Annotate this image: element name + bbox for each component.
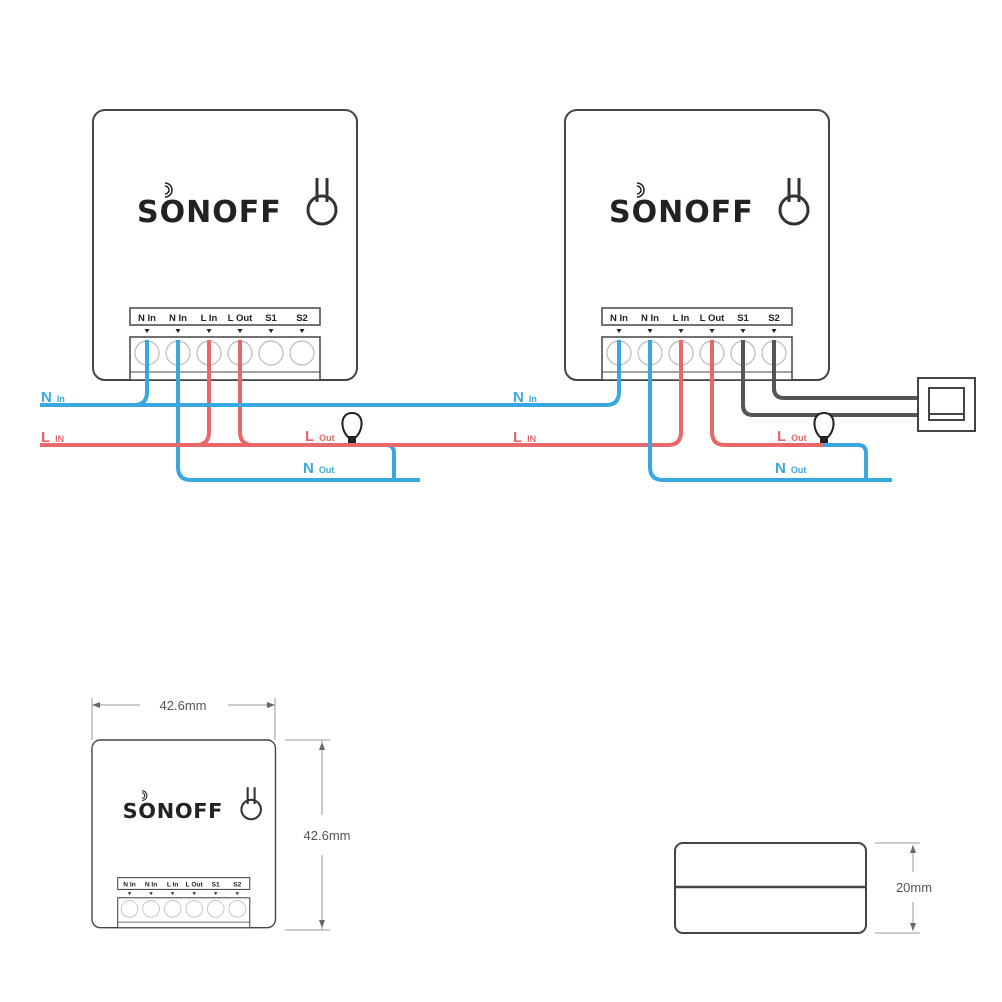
- wall-switch-icon: [917, 377, 976, 432]
- device-front-dimensions: SONOFF N In N In L In L Out S1 S2: [91, 739, 277, 929]
- brand-logo: SONOFF: [123, 799, 224, 823]
- terminal-arrow: [127, 892, 132, 895]
- keyhole-mount-icon: [306, 178, 338, 226]
- terminal-arrow: [175, 329, 181, 333]
- terminal-screw[interactable]: [228, 900, 247, 918]
- terminal-screw[interactable]: [120, 900, 139, 918]
- wire-n-in: [40, 340, 621, 407]
- terminal-label: S2: [768, 313, 780, 324]
- device-side-view: [674, 842, 867, 934]
- terminal-screw[interactable]: [289, 340, 315, 366]
- wire-lamp-neutral: [352, 443, 396, 480]
- terminal-label: L In: [201, 313, 218, 324]
- wire-s1: [741, 340, 918, 417]
- width-dimension: 42.6mm: [160, 698, 207, 713]
- terminal-arrow: [144, 329, 150, 333]
- terminal-arrow: [678, 329, 684, 333]
- wire-l-out: [710, 340, 824, 447]
- terminal-label: N In: [145, 882, 157, 889]
- terminal-screw[interactable]: [163, 900, 182, 918]
- terminal-label-strip: [601, 307, 793, 326]
- wifi-signal-icon: [141, 790, 148, 801]
- terminal-label: N In: [169, 313, 187, 324]
- light-bulb-icon: [813, 411, 835, 443]
- keyhole-mount-icon: [240, 787, 262, 821]
- terminal-screw[interactable]: [185, 900, 203, 918]
- terminal-label: S2: [296, 313, 308, 324]
- brand-logo: SONOFF: [137, 195, 282, 230]
- terminal-arrow: [771, 329, 777, 333]
- terminal-label: S1: [737, 313, 749, 324]
- device-switch-wiring: SONOFF N In N In L In L Out S1 S2: [564, 109, 830, 381]
- terminal-arrow: [235, 892, 239, 895]
- terminal-screw[interactable]: [258, 340, 284, 366]
- terminal-screw[interactable]: [206, 900, 225, 918]
- terminal-arrow: [268, 329, 274, 333]
- terminal-label-strip: [129, 307, 321, 326]
- terminal-label: N In: [610, 313, 628, 324]
- terminal-label: S1: [212, 882, 220, 889]
- depth-dimension: 20mm: [896, 880, 932, 895]
- terminal-arrow: [709, 329, 715, 333]
- terminal-block: [117, 897, 251, 929]
- terminal-label-strip: [117, 877, 251, 890]
- wifi-signal-icon: [164, 182, 173, 198]
- dimension-lines: [91, 698, 920, 934]
- terminal-arrow: [170, 892, 175, 895]
- keyhole-mount-icon: [778, 178, 810, 226]
- terminal-label: S2: [233, 882, 241, 889]
- wifi-signal-icon: [636, 182, 645, 198]
- light-bulb-icon: [341, 411, 363, 443]
- terminal-arrow: [237, 329, 243, 333]
- terminal-arrow: [192, 892, 196, 895]
- brand-logo: SONOFF: [609, 195, 754, 230]
- wire-n-out: [648, 340, 892, 482]
- terminal-label: N In: [641, 313, 659, 324]
- terminal-screw[interactable]: [142, 900, 160, 918]
- wire-s2: [772, 340, 918, 400]
- terminal-arrow: [740, 329, 746, 333]
- terminal-arrow: [299, 329, 305, 333]
- terminal-arrow: [647, 329, 653, 333]
- terminal-label: N In: [123, 882, 135, 889]
- wire-lamp-neutral: [824, 443, 868, 480]
- terminal-arrow: [213, 892, 218, 895]
- terminal-label: L In: [167, 882, 179, 889]
- device-basic-wiring: SONOFF N In N In L In L Out S1 S2: [92, 109, 358, 381]
- wire-n-out: [176, 340, 420, 482]
- terminal-arrow: [206, 329, 212, 333]
- terminal-label: L Out: [186, 882, 204, 889]
- terminal-arrow: [616, 329, 622, 333]
- terminal-label: L Out: [700, 313, 725, 324]
- height-dimension: 42.6mm: [304, 828, 351, 843]
- terminal-label: S1: [265, 313, 277, 324]
- wire-l-in: [40, 340, 683, 447]
- terminal-block: [129, 336, 321, 381]
- terminal-label: L Out: [228, 313, 253, 324]
- terminal-arrow: [149, 892, 153, 895]
- terminal-block: [601, 336, 793, 381]
- terminal-label: N In: [138, 313, 156, 324]
- terminal-label: L In: [673, 313, 690, 324]
